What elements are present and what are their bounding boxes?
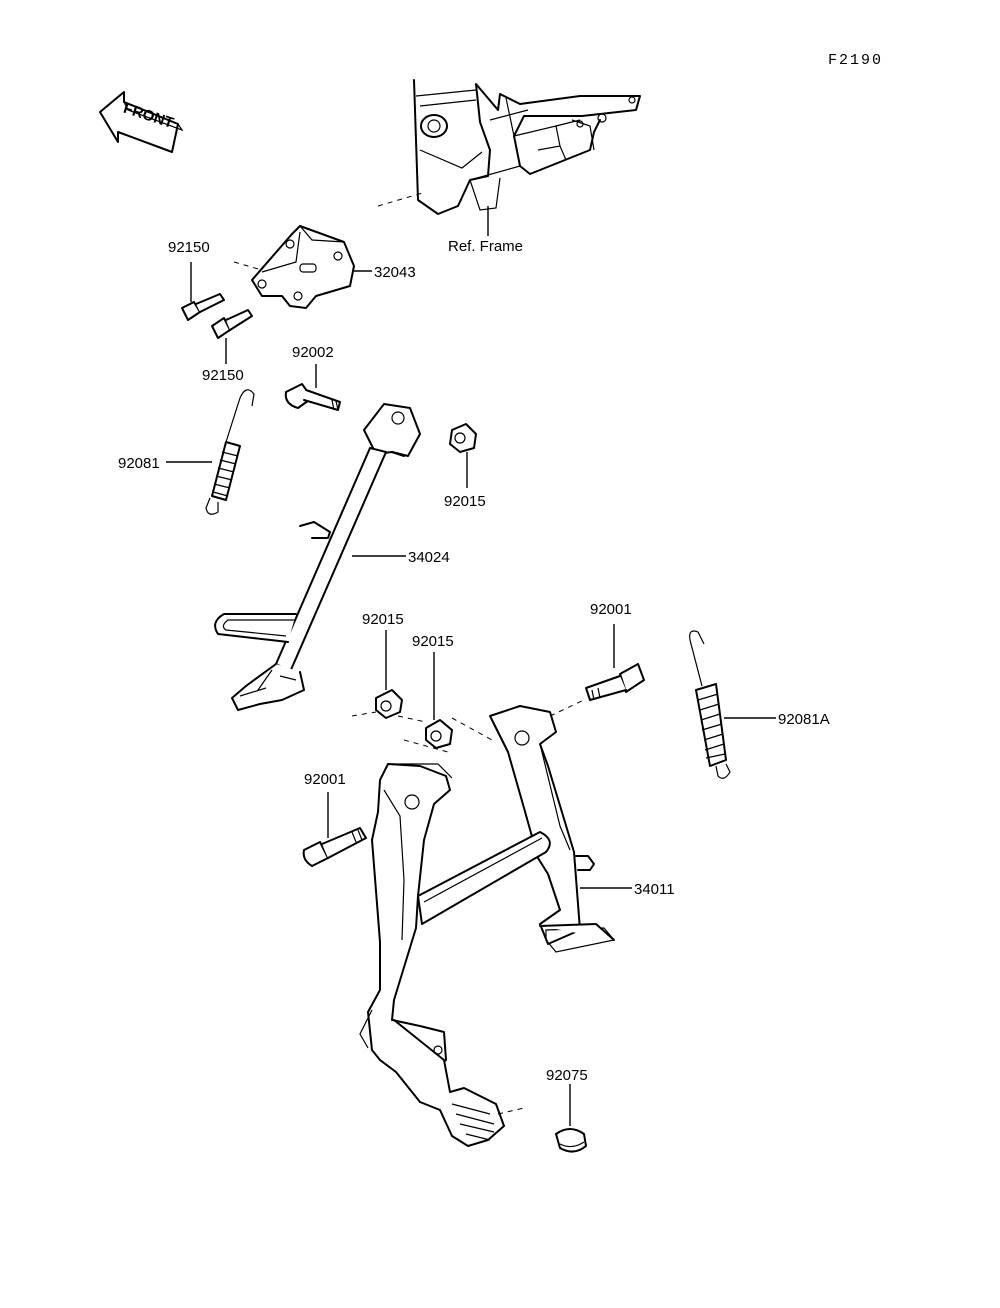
side-stand-34024 — [214, 403, 421, 711]
part-label-92081: 92081 — [118, 455, 160, 472]
nut-92015-mid-right — [397, 715, 493, 753]
part-label-92002: 92002 — [292, 344, 334, 361]
bolt-92001-right — [549, 663, 645, 717]
nut-92015-mid-left — [351, 689, 403, 719]
frame-drawing — [377, 79, 641, 215]
pin-92002 — [284, 383, 341, 411]
frame-label: Ref. Frame — [448, 238, 523, 255]
part-label-92001-left: 92001 — [304, 771, 346, 788]
front-arrow-icon: FRONT — [99, 91, 184, 153]
bolt-92150-lower — [211, 309, 253, 339]
part-label-34024: 34024 — [408, 549, 450, 566]
part-label-92015-mid-left: 92015 — [362, 611, 404, 628]
bolt-92001-left — [302, 827, 367, 867]
bolt-92150-upper — [181, 293, 225, 321]
part-label-32043: 32043 — [374, 264, 416, 281]
part-label-92015-mid-right: 92015 — [412, 633, 454, 650]
cap-92075 — [555, 1128, 587, 1153]
part-label-92001-right: 92001 — [590, 601, 632, 618]
part-label-92150-upper: 92150 — [168, 239, 210, 256]
spring-92081A — [689, 630, 731, 779]
part-label-92150-lower: 92150 — [202, 367, 244, 384]
spring-92081 — [205, 389, 255, 515]
part-label-92075: 92075 — [546, 1067, 588, 1084]
part-label-92081A: 92081A — [778, 711, 830, 728]
center-stand-34011 — [359, 705, 616, 1147]
bracket-32043 — [233, 225, 355, 309]
part-label-92015-upper: 92015 — [444, 493, 486, 510]
nut-92015-upper — [449, 423, 477, 453]
part-label-34011: 34011 — [634, 881, 675, 898]
figure-code: F2190 — [828, 52, 883, 69]
